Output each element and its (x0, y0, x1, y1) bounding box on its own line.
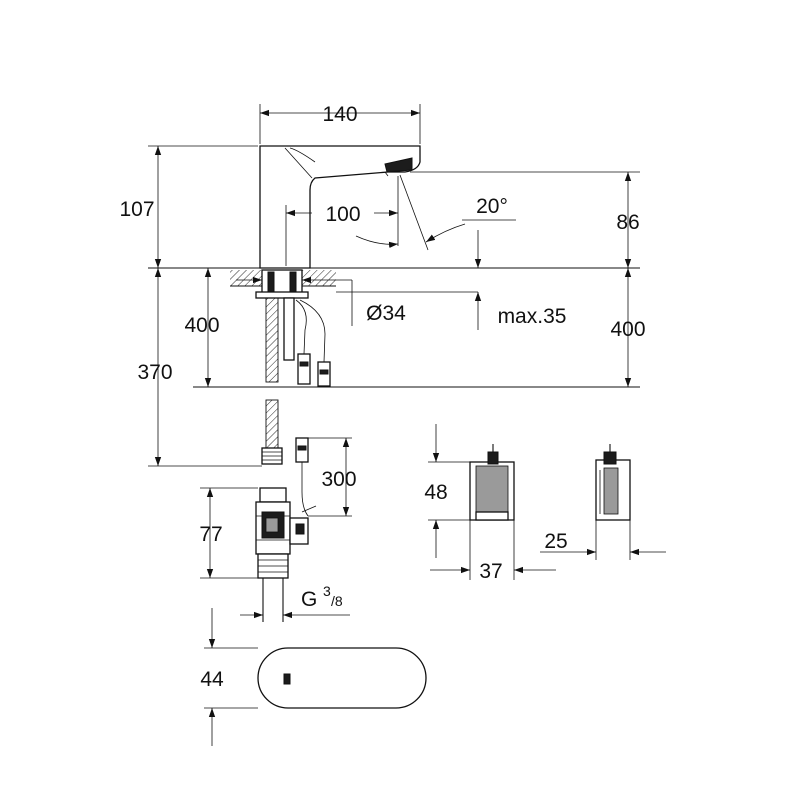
label-battery-width: 37 (479, 560, 502, 583)
label-base-width: 44 (200, 668, 224, 691)
sensor-cables (193, 297, 640, 388)
dimension-labels: 140 107 100 20° 86 400 370 Ø34 max.35 40… (119, 103, 645, 691)
countertop (148, 267, 640, 299)
supply-hose (261, 297, 283, 465)
label-battery-height: 48 (424, 481, 447, 504)
label-angle: 20° (476, 195, 508, 218)
dimension-lines (148, 104, 666, 746)
battery-box-side (595, 444, 631, 521)
label-counter-below-left: 400 (184, 314, 219, 337)
label-reach: 100 (325, 203, 360, 226)
sensor-cable-connector (295, 437, 309, 517)
label-height-spout: 107 (119, 198, 154, 221)
label-thread-main: G (301, 588, 317, 611)
label-width-top: 140 (322, 103, 357, 126)
label-max-counter-thickness: max.35 (498, 305, 567, 328)
label-thread-sup: 3 (323, 583, 331, 599)
label-outlet-height: 86 (616, 211, 639, 234)
label-hole-diameter: Ø34 (366, 302, 406, 325)
label-counter-below-right: 400 (610, 318, 645, 341)
label-thread: G 3 /8 (301, 583, 343, 611)
faucet-top-view (257, 647, 427, 709)
battery-box-front (469, 444, 515, 521)
solenoid-valve (255, 487, 317, 622)
label-supply-length: 370 (137, 361, 172, 384)
label-sensor-cable: 300 (321, 468, 356, 491)
faucet-side-view (259, 145, 429, 269)
label-valve-height: 77 (199, 523, 222, 546)
label-battery-depth: 25 (544, 530, 567, 553)
label-thread-sub: /8 (331, 593, 343, 609)
